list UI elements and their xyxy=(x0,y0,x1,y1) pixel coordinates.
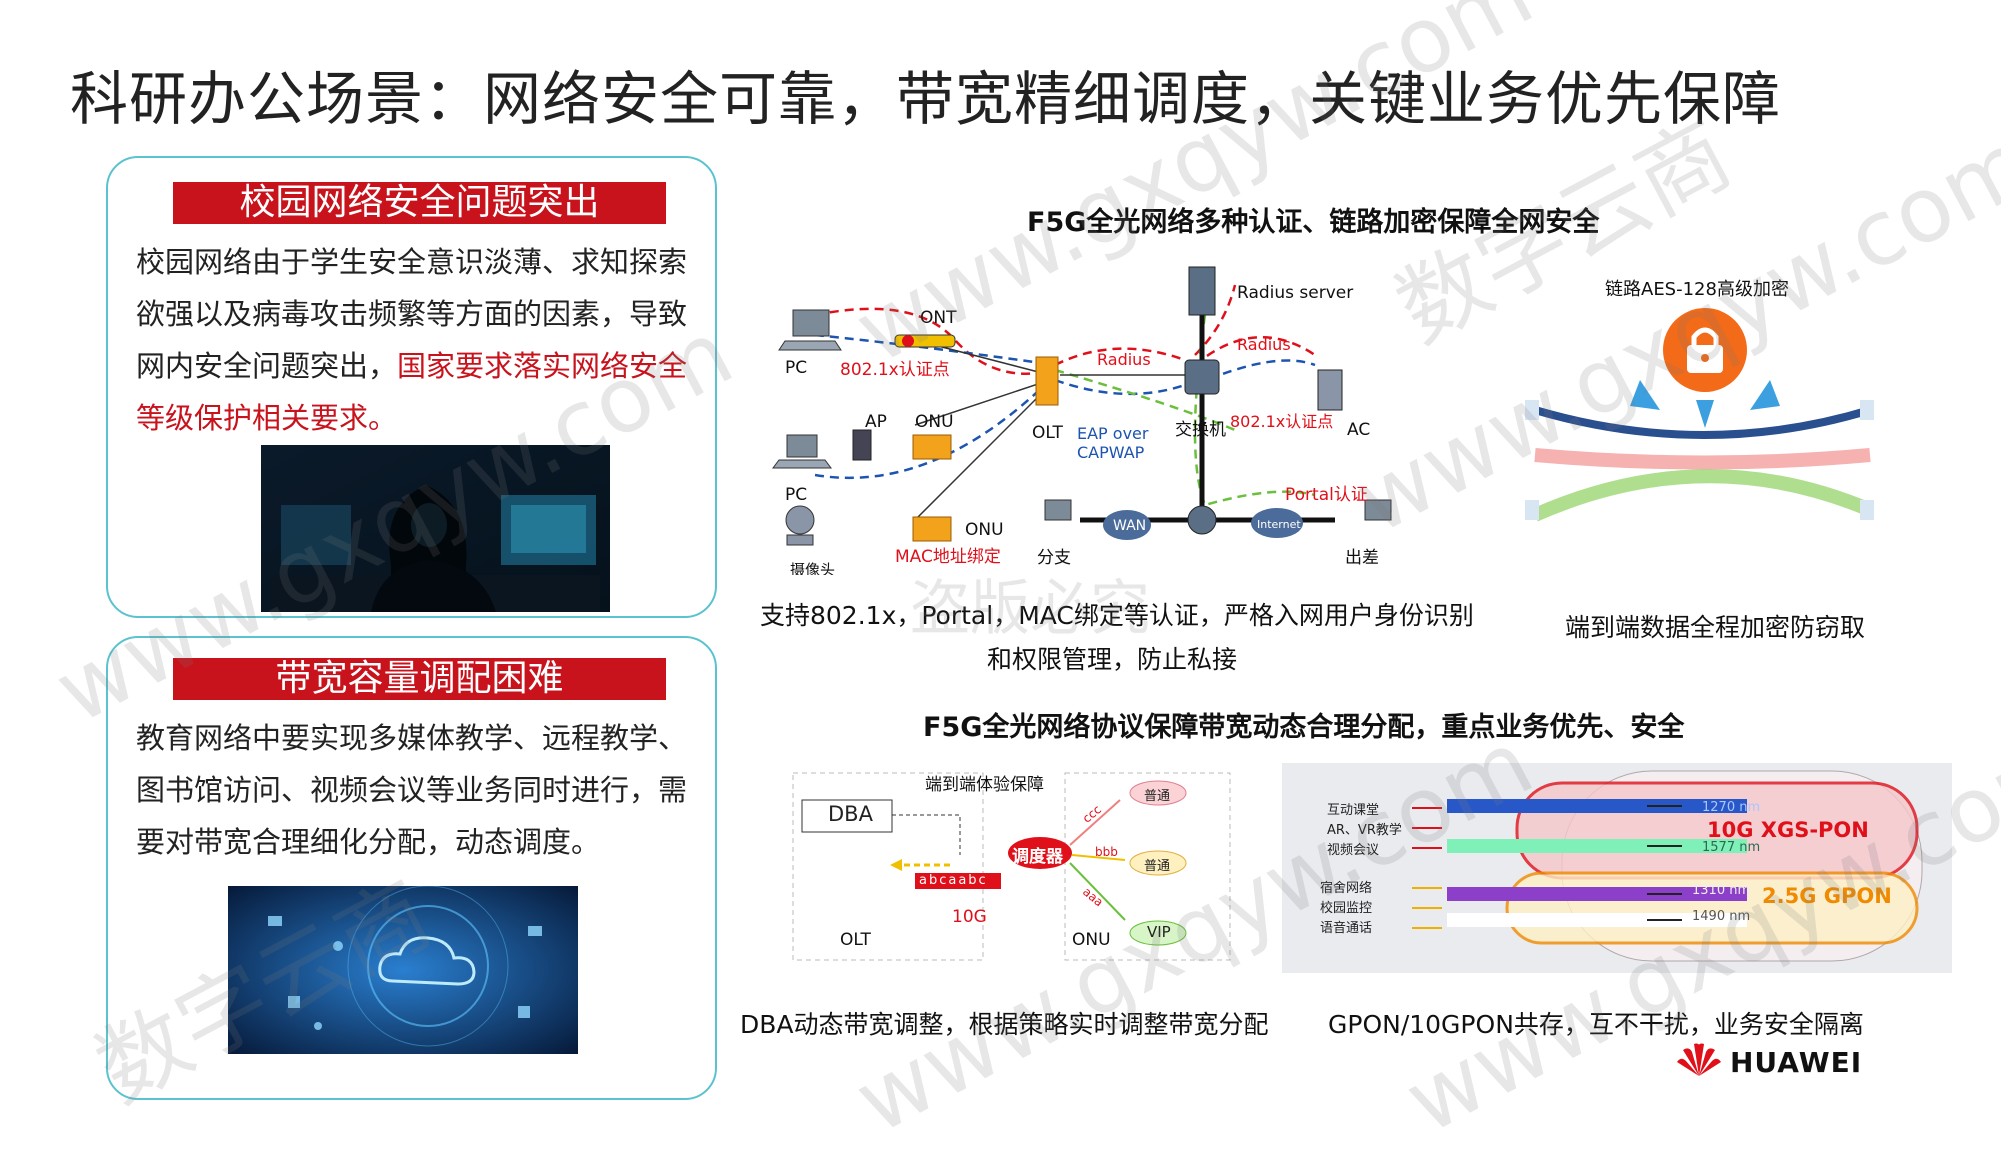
panel-security-heading: 校园网络安全问题突出 xyxy=(173,182,666,224)
pon-caption: GPON/10GPON共存，互不干扰，业务安全隔离 xyxy=(1328,1010,1864,1039)
pon-service-6: 语音通话 xyxy=(1320,921,1373,936)
panel-security-text-red: 国家要求落实网络安全等级保护相关要求。 xyxy=(136,349,688,435)
pon-service-1: 互动课堂 xyxy=(1327,803,1380,818)
tier-normal-1: 普通 xyxy=(1144,789,1171,804)
label-travel: 出差 xyxy=(1345,548,1379,568)
dba-diagram: 端到端体验保障 DBA 调度器 abcaabc 10G OLT ONU ccc … xyxy=(790,765,1235,965)
dba-onu-label: ONU xyxy=(1072,930,1111,950)
scheduler-label: 调度器 xyxy=(1012,847,1063,867)
encryption-diagram: 链路AES-128高级加密 xyxy=(1520,270,1880,550)
huawei-logo: HUAWEI xyxy=(1675,1040,1885,1080)
xgs-pon-label: 10G XGS-PON xyxy=(1707,818,1869,842)
dba-olt-label: OLT xyxy=(840,930,871,950)
wavelength-1577: 1577 nm xyxy=(1702,840,1761,855)
label-onu2: ONU xyxy=(965,520,1004,540)
hacker-image xyxy=(261,445,610,612)
section1-title: F5G全光网络多种认证、链路加密保障全网安全 xyxy=(1027,207,1600,238)
label-olt: OLT xyxy=(1032,423,1064,443)
tier-vip: VIP xyxy=(1147,923,1171,941)
label-capwap: CAPWAP xyxy=(1077,443,1145,462)
pon-service-5: 校园监控 xyxy=(1320,901,1373,916)
label-ont: ONT xyxy=(920,308,957,328)
label-pc2: PC xyxy=(785,485,807,505)
panel-security-text-plain: 校园网络由于学生安全意识淡薄、求知探索欲强以及病毒攻击频繁等方面的因素，导致网内… xyxy=(136,245,688,383)
panel-security-text: 校园网络由于学生安全意识淡薄、求知探索欲强以及病毒攻击频繁等方面的因素，导致网内… xyxy=(136,236,696,444)
pon-service-3: 视频会议 xyxy=(1327,843,1380,858)
huawei-flower-icon xyxy=(1677,1043,1721,1076)
encrypt-caption: 端到端数据全程加密防窃取 xyxy=(1565,613,1866,642)
panel-bandwidth-issue: 带宽容量调配困难 教育网络中要实现多媒体教学、远程教学、图书馆访问、视频会议等业… xyxy=(106,636,717,1100)
gpon-label: 2.5G GPON xyxy=(1762,884,1892,908)
cloud-tech-image xyxy=(228,885,578,1054)
label-radius-server: Radius server xyxy=(1237,283,1353,303)
panel-bandwidth-heading: 带宽容量调配困难 xyxy=(173,658,666,700)
label-internet: Internet xyxy=(1257,518,1301,531)
label-branch: 分支 xyxy=(1037,548,1071,568)
queue-b-label: bbb xyxy=(1095,845,1118,859)
encrypt-label: 链路AES-128高级加密 xyxy=(1605,279,1789,300)
label-portal: Portal认证 xyxy=(1285,485,1368,505)
label-wan: WAN xyxy=(1113,518,1146,534)
label-auth2: 802.1x认证点 xyxy=(1230,412,1333,431)
dba-caption: DBA动态带宽调整，根据策略实时调整带宽分配 xyxy=(740,1010,1269,1039)
page-title: 科研办公场景：网络安全可靠，带宽精细调度，关键业务优先保障 xyxy=(70,65,1782,133)
wavelength-1490: 1490 nm xyxy=(1692,909,1751,924)
label-eap: EAP over xyxy=(1077,424,1149,443)
panel-bandwidth-text: 教育网络中要实现多媒体教学、远程教学、图书馆访问、视频会议等业务同时进行，需要对… xyxy=(136,721,688,859)
dba-experience-label: 端到端体验保障 xyxy=(925,775,1044,795)
wavelength-1270: 1270 nm xyxy=(1702,800,1761,815)
pon-service-group-1: 互动课堂 AR、VR教学 视频会议 xyxy=(1327,801,1402,861)
queue-label: abcaabc xyxy=(919,873,988,888)
label-radius1: Radius xyxy=(1097,350,1151,369)
section1-caption-line1: 支持802.1x，Portal，MAC绑定等认证，严格入网用户身份识别 xyxy=(760,601,1474,630)
pon-service-4: 宿舍网络 xyxy=(1320,881,1373,896)
wavelength-1310: 1310 nm xyxy=(1692,883,1751,898)
speed-label: 10G xyxy=(952,907,987,927)
label-ap: AP xyxy=(865,412,887,432)
pon-diagram: 互动课堂 AR、VR教学 视频会议 宿舍网络 校园监控 语音通话 1270 nm… xyxy=(1282,763,1952,973)
pc-icon xyxy=(778,309,842,351)
label-camera: 摄像头 xyxy=(790,561,835,575)
label-ac: AC xyxy=(1347,420,1370,440)
label-onu1: ONU xyxy=(915,412,954,432)
tier-normal-2: 普通 xyxy=(1144,859,1171,874)
label-pc1: PC xyxy=(785,358,807,378)
label-radius2: Radius xyxy=(1237,335,1291,354)
pon-service-2: AR、VR教学 xyxy=(1327,823,1402,838)
section2-title: F5G全光网络协议保障带宽动态合理分配，重点业务优先、安全 xyxy=(923,712,1685,743)
section1-caption-line2: 和权限管理，防止私接 xyxy=(987,645,1238,674)
label-mac: MAC地址绑定 xyxy=(895,547,1001,567)
huawei-brand-text: HUAWEI xyxy=(1730,1046,1863,1079)
dba-box-label: DBA xyxy=(828,802,873,826)
pon-service-group-2: 宿舍网络 校园监控 语音通话 xyxy=(1320,879,1372,939)
lock-icon xyxy=(1687,327,1723,373)
panel-security-issue: 校园网络安全问题突出 校园网络由于学生安全意识淡薄、求知探索欲强以及病毒攻击频繁… xyxy=(106,156,717,618)
label-switch: 交换机 xyxy=(1175,420,1226,440)
auth-network-diagram: PC ONT 802.1x认证点 AP ONU PC 摄像头 ONU MAC地址… xyxy=(755,255,1405,579)
label-auth1: 802.1x认证点 xyxy=(840,360,950,380)
